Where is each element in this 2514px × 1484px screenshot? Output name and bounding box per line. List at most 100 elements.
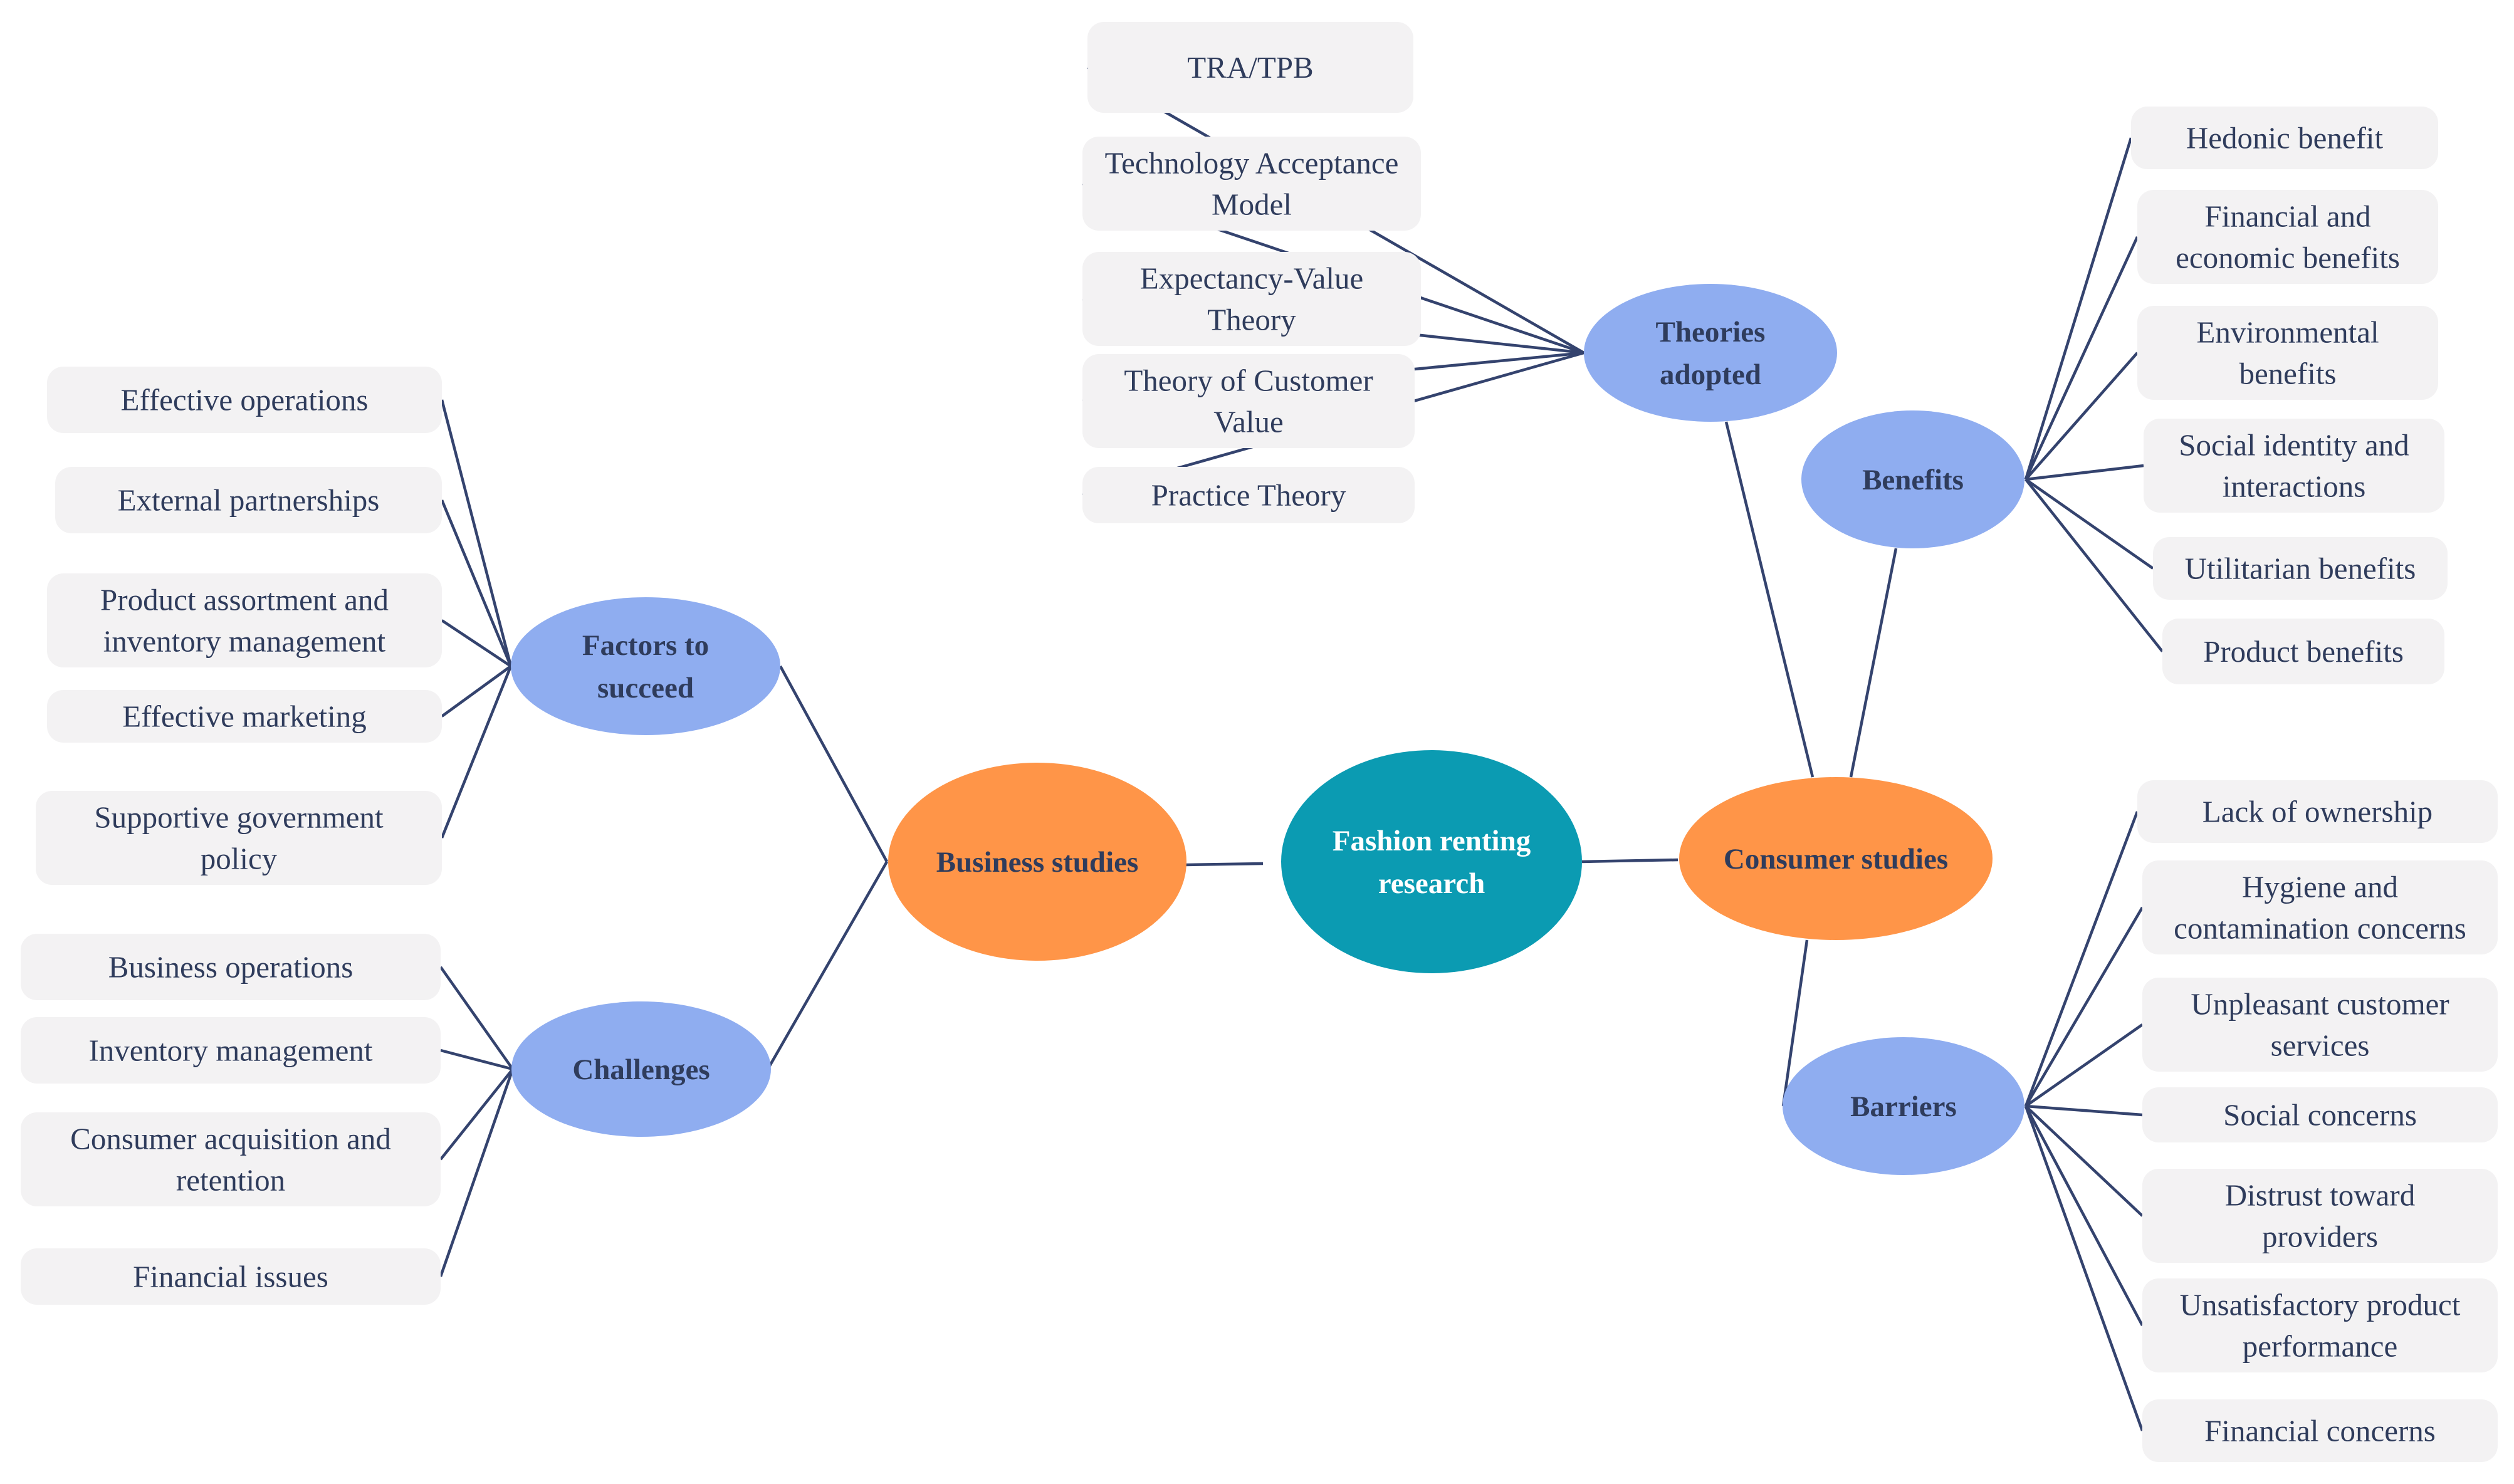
node-label: succeed [597,672,694,704]
connector-line [2024,352,2139,481]
connector-line [441,619,512,667]
leaf-box [1082,252,1421,346]
leaf-label: Unsatisfactory product [2180,1288,2461,1322]
connector-line [1724,421,1815,778]
connector-line [2024,1105,2144,1217]
node-ellipse [1783,1037,2024,1175]
leaf-box [2144,419,2444,513]
leaf-box [2162,619,2444,684]
node-label: Fashion renting [1333,825,1531,857]
leaf-box [1082,354,1415,448]
leaf-box [36,791,442,885]
node-ellipse [1281,750,1582,973]
leaf-barriers-3: Social concerns [2142,1087,2498,1142]
node-ellipse [511,1001,771,1137]
connector-line [440,666,513,839]
leaf-box [2137,190,2438,284]
leaf-label: Financial issues [133,1260,328,1294]
node-consumer: Consumer studies [1679,777,1993,940]
leaf-box [47,367,442,433]
leaf-box [2142,1087,2498,1142]
leaf-label: Financial and [2204,199,2370,234]
node-challenges: Challenges [511,1001,771,1137]
leaf-theories-0: TRA/TPB [1087,22,1413,113]
leaf-label: Inventory management [88,1033,372,1068]
leaf-box [2142,860,2498,954]
leaf-box [1087,22,1413,113]
leaf-factors-0: Effective operations [47,367,442,433]
leaf-factors-3: Effective marketing [47,690,442,743]
connector-line [2024,1105,2144,1431]
node-ellipse [1584,284,1837,422]
leaf-label: Hedonic benefit [2186,121,2384,155]
node-barriers: Barriers [1783,1037,2024,1175]
connector-line [1581,858,1679,864]
leaf-label: Theory of Customer [1124,363,1373,398]
leaf-label: benefits [2239,357,2336,391]
leaf-box [2137,780,2498,843]
connector-line [2025,1104,2143,1117]
leaf-benefits-0: Hedonic benefit [2131,107,2438,169]
connector-line [2024,1023,2144,1107]
leaf-label: Unpleasant customer [2191,987,2449,1022]
leaf-box [1082,467,1415,523]
connector-line [1849,548,1898,778]
connector-line [2024,906,2144,1107]
leaf-label: contamination concerns [2174,911,2466,946]
node-ellipse [1801,410,2024,548]
leaf-box [1082,137,1421,231]
leaf-barriers-0: Lack of ownership [2137,780,2498,843]
connector-line [2025,464,2144,481]
node-ellipse [511,597,780,735]
node-label: Barriers [1850,1090,1957,1123]
leaf-label: Technology Acceptance [1105,146,1399,180]
connector-line [439,1069,515,1277]
connector-line [767,860,888,1070]
leaf-box [47,690,442,743]
node-label: Consumer studies [1724,843,1948,875]
leaf-label: Product benefits [2203,634,2404,669]
leaf-benefits-4: Utilitarian benefits [2153,537,2448,600]
leaf-label: Distrust toward [2225,1178,2416,1213]
node-label: Theories [1656,316,1766,348]
connector-line [440,499,513,667]
leaf-label: Environmental [2196,315,2379,350]
node-label: Business studies [936,846,1139,879]
connector-line [2024,137,2133,480]
leaf-box [2142,1399,2498,1462]
leaf-label: Effective operations [120,383,368,417]
leaf-label: Model [1212,187,1292,222]
node-benefits: Benefits [1801,410,2024,548]
leaf-label: External partnerships [118,483,380,518]
leaf-label: Consumer acquisition and [70,1122,391,1156]
connector-line [441,665,512,718]
connector-line [2024,1105,2144,1327]
leaf-box [21,1248,441,1305]
leaf-box [21,1017,441,1084]
leaf-label: interactions [2223,469,2366,504]
connector-line [439,1068,514,1161]
leaf-label: Lack of ownership [2202,795,2433,829]
leaf-challenges-0: Business operations [21,934,441,1000]
connector-line [440,1048,513,1071]
leaf-box [21,1112,441,1206]
node-business: Business studies [888,763,1186,961]
connector-line [779,665,888,863]
leaf-challenges-1: Inventory management [21,1017,441,1084]
node-ellipse [1679,777,1993,940]
leaf-label: Financial concerns [2204,1414,2436,1448]
leaf-label: Product assortment and [100,583,389,617]
leaf-benefits-2: Environmental benefits [2137,306,2438,400]
leaf-label: Practice Theory [1151,478,1346,513]
